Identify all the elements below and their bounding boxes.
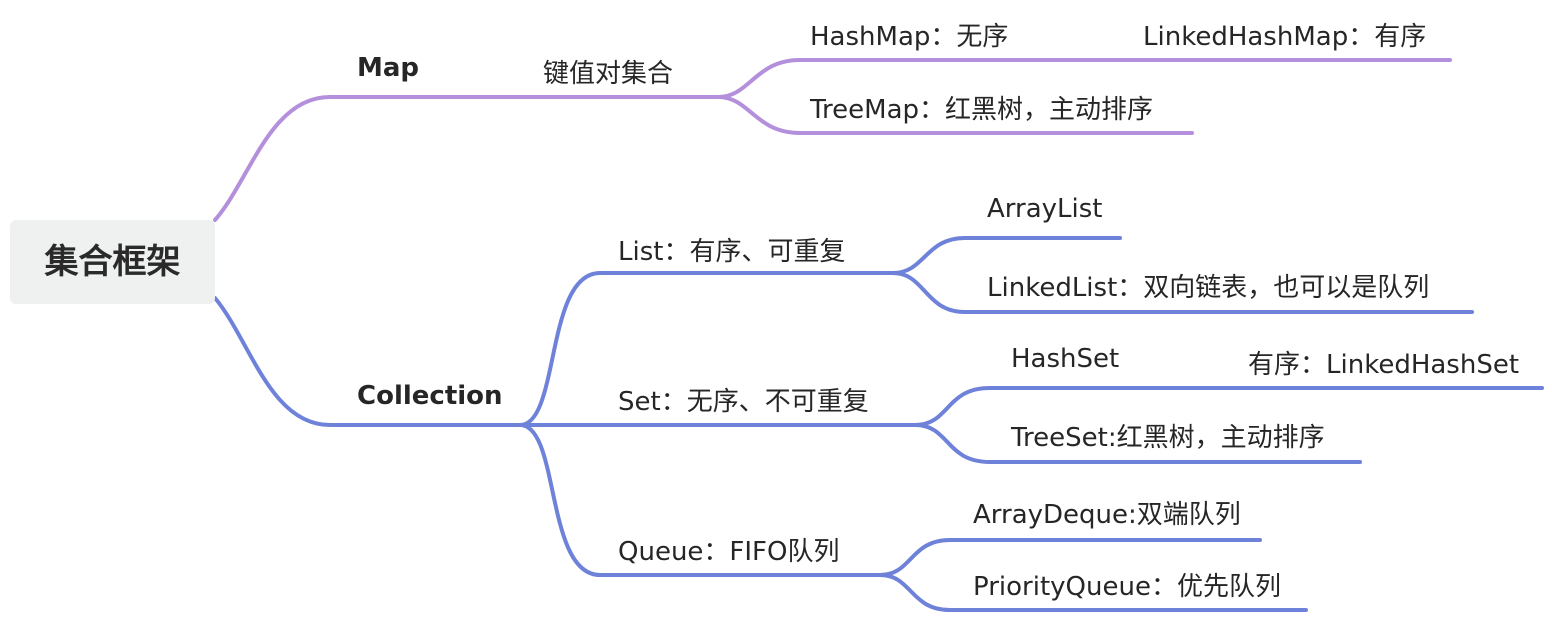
hashmap-node-label: HashMap：无序 — [810, 22, 1009, 52]
root-to-map-connector — [213, 95, 720, 222]
list-to-linkedlist-connector — [891, 271, 1474, 314]
map-node-label: Map — [357, 53, 420, 83]
map-branch — [213, 58, 1452, 222]
treemap-node-label: TreeMap：红黑树，主动排序 — [810, 95, 1154, 125]
list-node-label: List：有序、可重复 — [618, 237, 846, 267]
priorityqueue-node-label: PriorityQueue：优先队列 — [973, 572, 1281, 602]
linkedhashmap-node-label: LinkedHashMap：有序 — [1143, 22, 1427, 52]
queue-node-label: Queue：FIFO队列 — [618, 537, 840, 567]
root-node[interactable] — [10, 220, 215, 304]
collection-node-label: Collection — [357, 381, 503, 411]
set-node-label: Set：无序、不可重复 — [618, 387, 869, 417]
list-to-arraylist-connector — [891, 236, 1122, 275]
map-to-hashmap-connector — [716, 58, 1452, 99]
root-node-label: 集合框架 — [44, 242, 181, 282]
set-to-treeset-connector — [913, 423, 1362, 464]
collection-branch — [213, 236, 1544, 612]
collection-to-queue-connector — [518, 423, 882, 577]
linkedlist-node-label: LinkedList：双向链表，也可以是队列 — [987, 273, 1430, 303]
root-to-collection-connector — [213, 296, 522, 427]
linkedhashset-node-label: 有序：LinkedHashSet — [1248, 350, 1520, 380]
map-to-treemap-connector — [716, 95, 1194, 135]
hashset-node-label: HashSet — [1011, 344, 1120, 374]
collection-to-list-connector — [518, 271, 895, 427]
set-to-hashset-connector — [913, 386, 1544, 427]
arraylist-node-label: ArrayList — [987, 194, 1103, 224]
arraydeque-node-label: ArrayDeque:双端队列 — [973, 500, 1241, 530]
queue-to-arraydeque-connector — [878, 538, 1262, 577]
treeset-node-label: TreeSet:红黑树，主动排序 — [1011, 423, 1325, 453]
queue-to-priorityqueue-connector — [878, 573, 1308, 612]
map-desc-label: 键值对集合 — [543, 59, 674, 89]
